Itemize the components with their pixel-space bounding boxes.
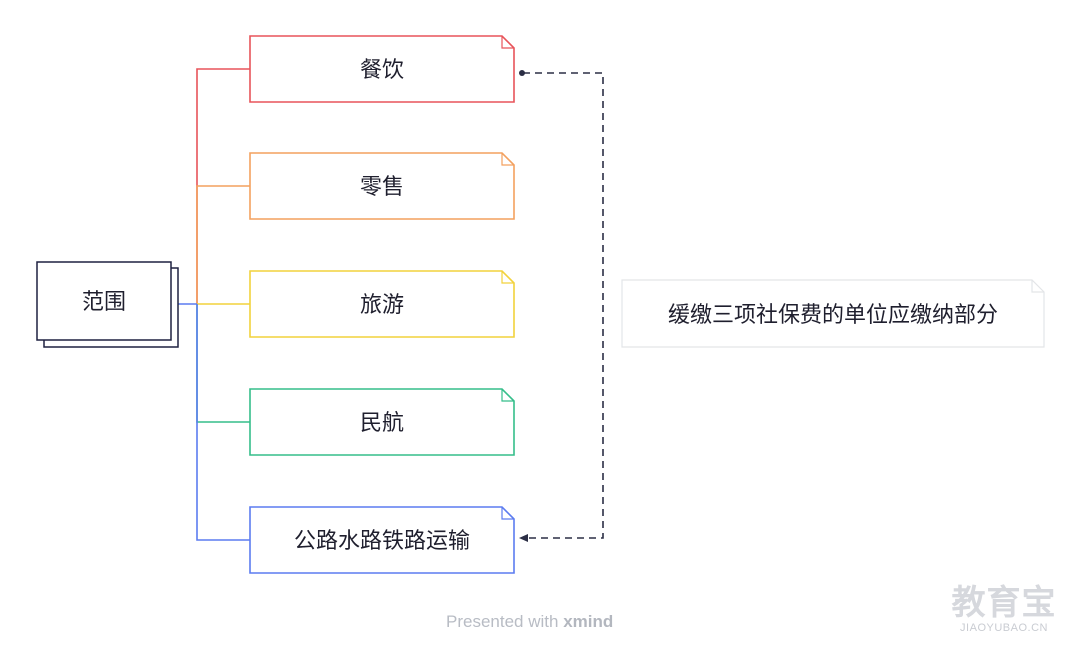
branch-node-tourism[interactable]: 旅游 [249, 270, 515, 338]
branch-node-box [249, 388, 515, 456]
branch-connectors [178, 68, 250, 541]
relationship-dashed-line [523, 72, 604, 539]
presented-with-footer: Presented with xmind [446, 612, 613, 632]
branch-node-fold-corner [501, 271, 514, 284]
relationship-arrow-icon [519, 534, 528, 542]
branch-node-label: 餐饮 [360, 58, 404, 83]
branch-node-civil-aviation[interactable]: 民航 [249, 388, 515, 456]
relationship-link[interactable] [519, 70, 604, 542]
relationship-start-dot [519, 70, 525, 76]
watermark-main-text: 教育宝 [951, 583, 1057, 623]
summary-node-box [621, 279, 1045, 348]
branch-connector-line [196, 304, 250, 423]
root-node-label: 范围 [82, 290, 126, 315]
branch-node-box [249, 152, 515, 220]
branch-node-label: 公路水路铁路运输 [294, 529, 470, 554]
summary-node[interactable]: 缓缴三项社保费的单位应缴纳部分 [621, 279, 1045, 348]
branch-node-label: 旅游 [360, 293, 404, 318]
branch-nodes: 餐饮 零售 旅游 民航 公路水路铁路运输 [249, 35, 515, 574]
root-node[interactable]: 范围 [36, 261, 179, 348]
branch-node-box [249, 35, 515, 103]
branch-node-dining[interactable]: 餐饮 [249, 35, 515, 103]
summary-node-fold-corner [1031, 280, 1044, 293]
branch-node-retail[interactable]: 零售 [249, 152, 515, 220]
footer-prefix: Presented with [446, 612, 559, 631]
branch-connector-line [196, 185, 250, 304]
branch-node-fold-corner [501, 153, 514, 166]
xmind-logo: xmind [563, 612, 614, 631]
root-node-box [36, 261, 172, 341]
branch-connector-line [196, 304, 250, 541]
watermark-logo: 教育宝 JIAOYUBAO.CN [944, 584, 1064, 634]
branch-node-fold-corner [501, 389, 514, 402]
branch-node-box [249, 506, 515, 574]
branch-node-fold-corner [501, 507, 514, 520]
branch-node-transport[interactable]: 公路水路铁路运输 [249, 506, 515, 574]
watermark-sub-text: JIAOYUBAO.CN [960, 622, 1048, 634]
summary-node-label: 缓缴三项社保费的单位应缴纳部分 [668, 303, 998, 328]
branch-node-box [249, 270, 515, 338]
branch-node-label: 民航 [360, 411, 404, 436]
branch-node-label: 零售 [360, 175, 404, 200]
branch-node-fold-corner [501, 36, 514, 49]
